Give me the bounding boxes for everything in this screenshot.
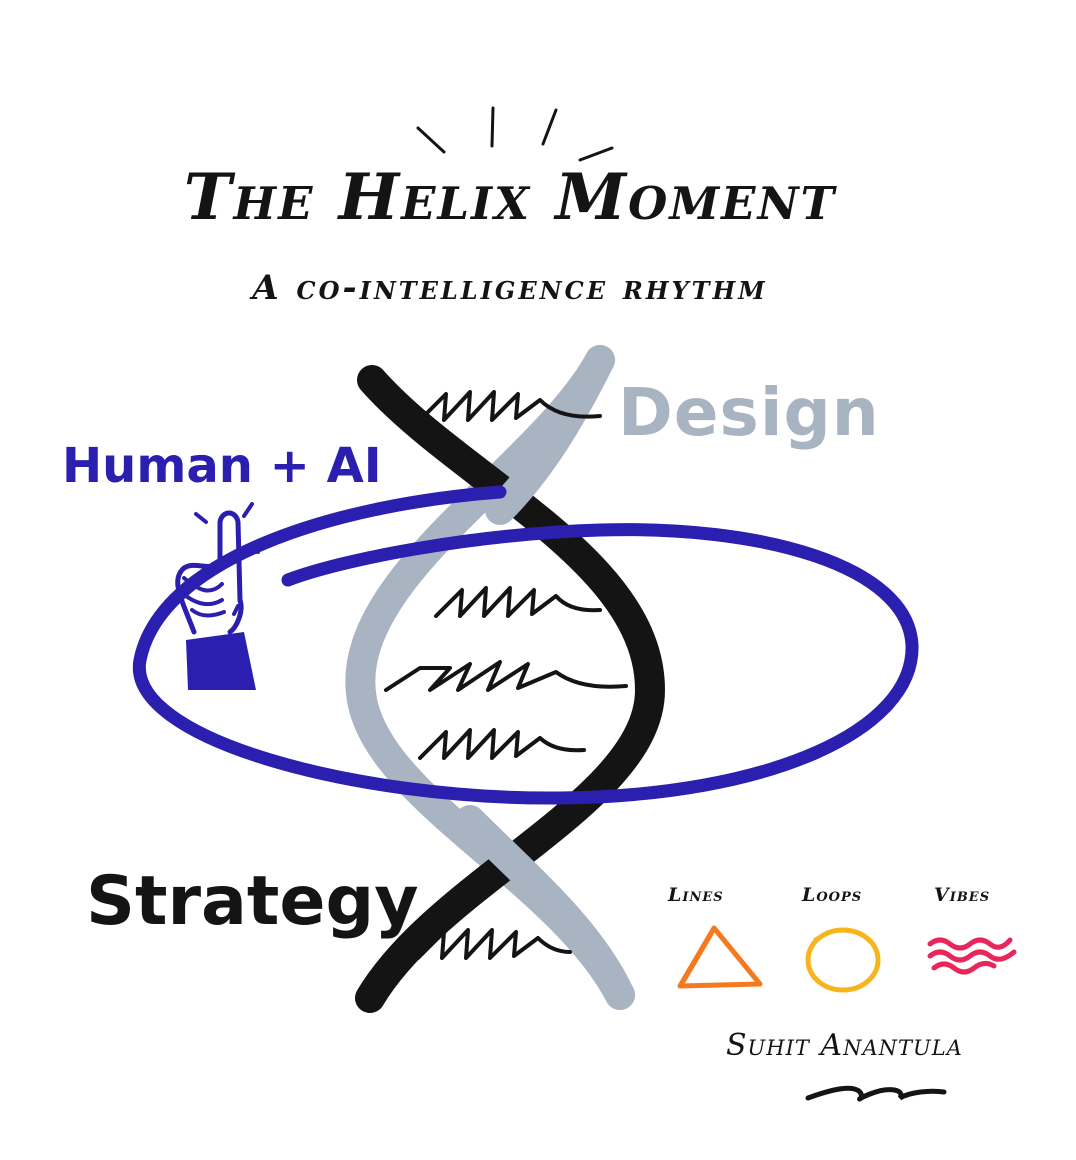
- legend-label-loops: Loops: [802, 884, 863, 906]
- helix-strand-grey-front-lower: [455, 805, 635, 1010]
- helix-rungs: [384, 390, 628, 960]
- helix-strand-grey-front: [485, 345, 615, 525]
- legend-wave-icon: [927, 937, 1017, 975]
- legend-label-vibes: Vibes: [934, 884, 991, 906]
- signature-squiggle: [805, 1085, 947, 1102]
- human-ai-loop: [132, 485, 919, 805]
- pointing-hand-icon: [175, 502, 260, 690]
- helix-strand-black: [355, 365, 666, 1013]
- label-human-ai: Human + AI: [62, 438, 382, 494]
- legend-circle-icon: [805, 927, 881, 993]
- legend-triangle-icon: [677, 925, 763, 989]
- label-design: Design: [618, 374, 880, 451]
- page-subtitle: A co-intelligence rhythm: [252, 268, 768, 308]
- signature: Suhit Anantula: [726, 1028, 963, 1063]
- label-strategy: Strategy: [86, 862, 419, 941]
- legend-label-lines: Lines: [668, 884, 724, 906]
- sparkle-marks: [416, 106, 614, 162]
- page-title: The Helix Moment: [183, 160, 837, 235]
